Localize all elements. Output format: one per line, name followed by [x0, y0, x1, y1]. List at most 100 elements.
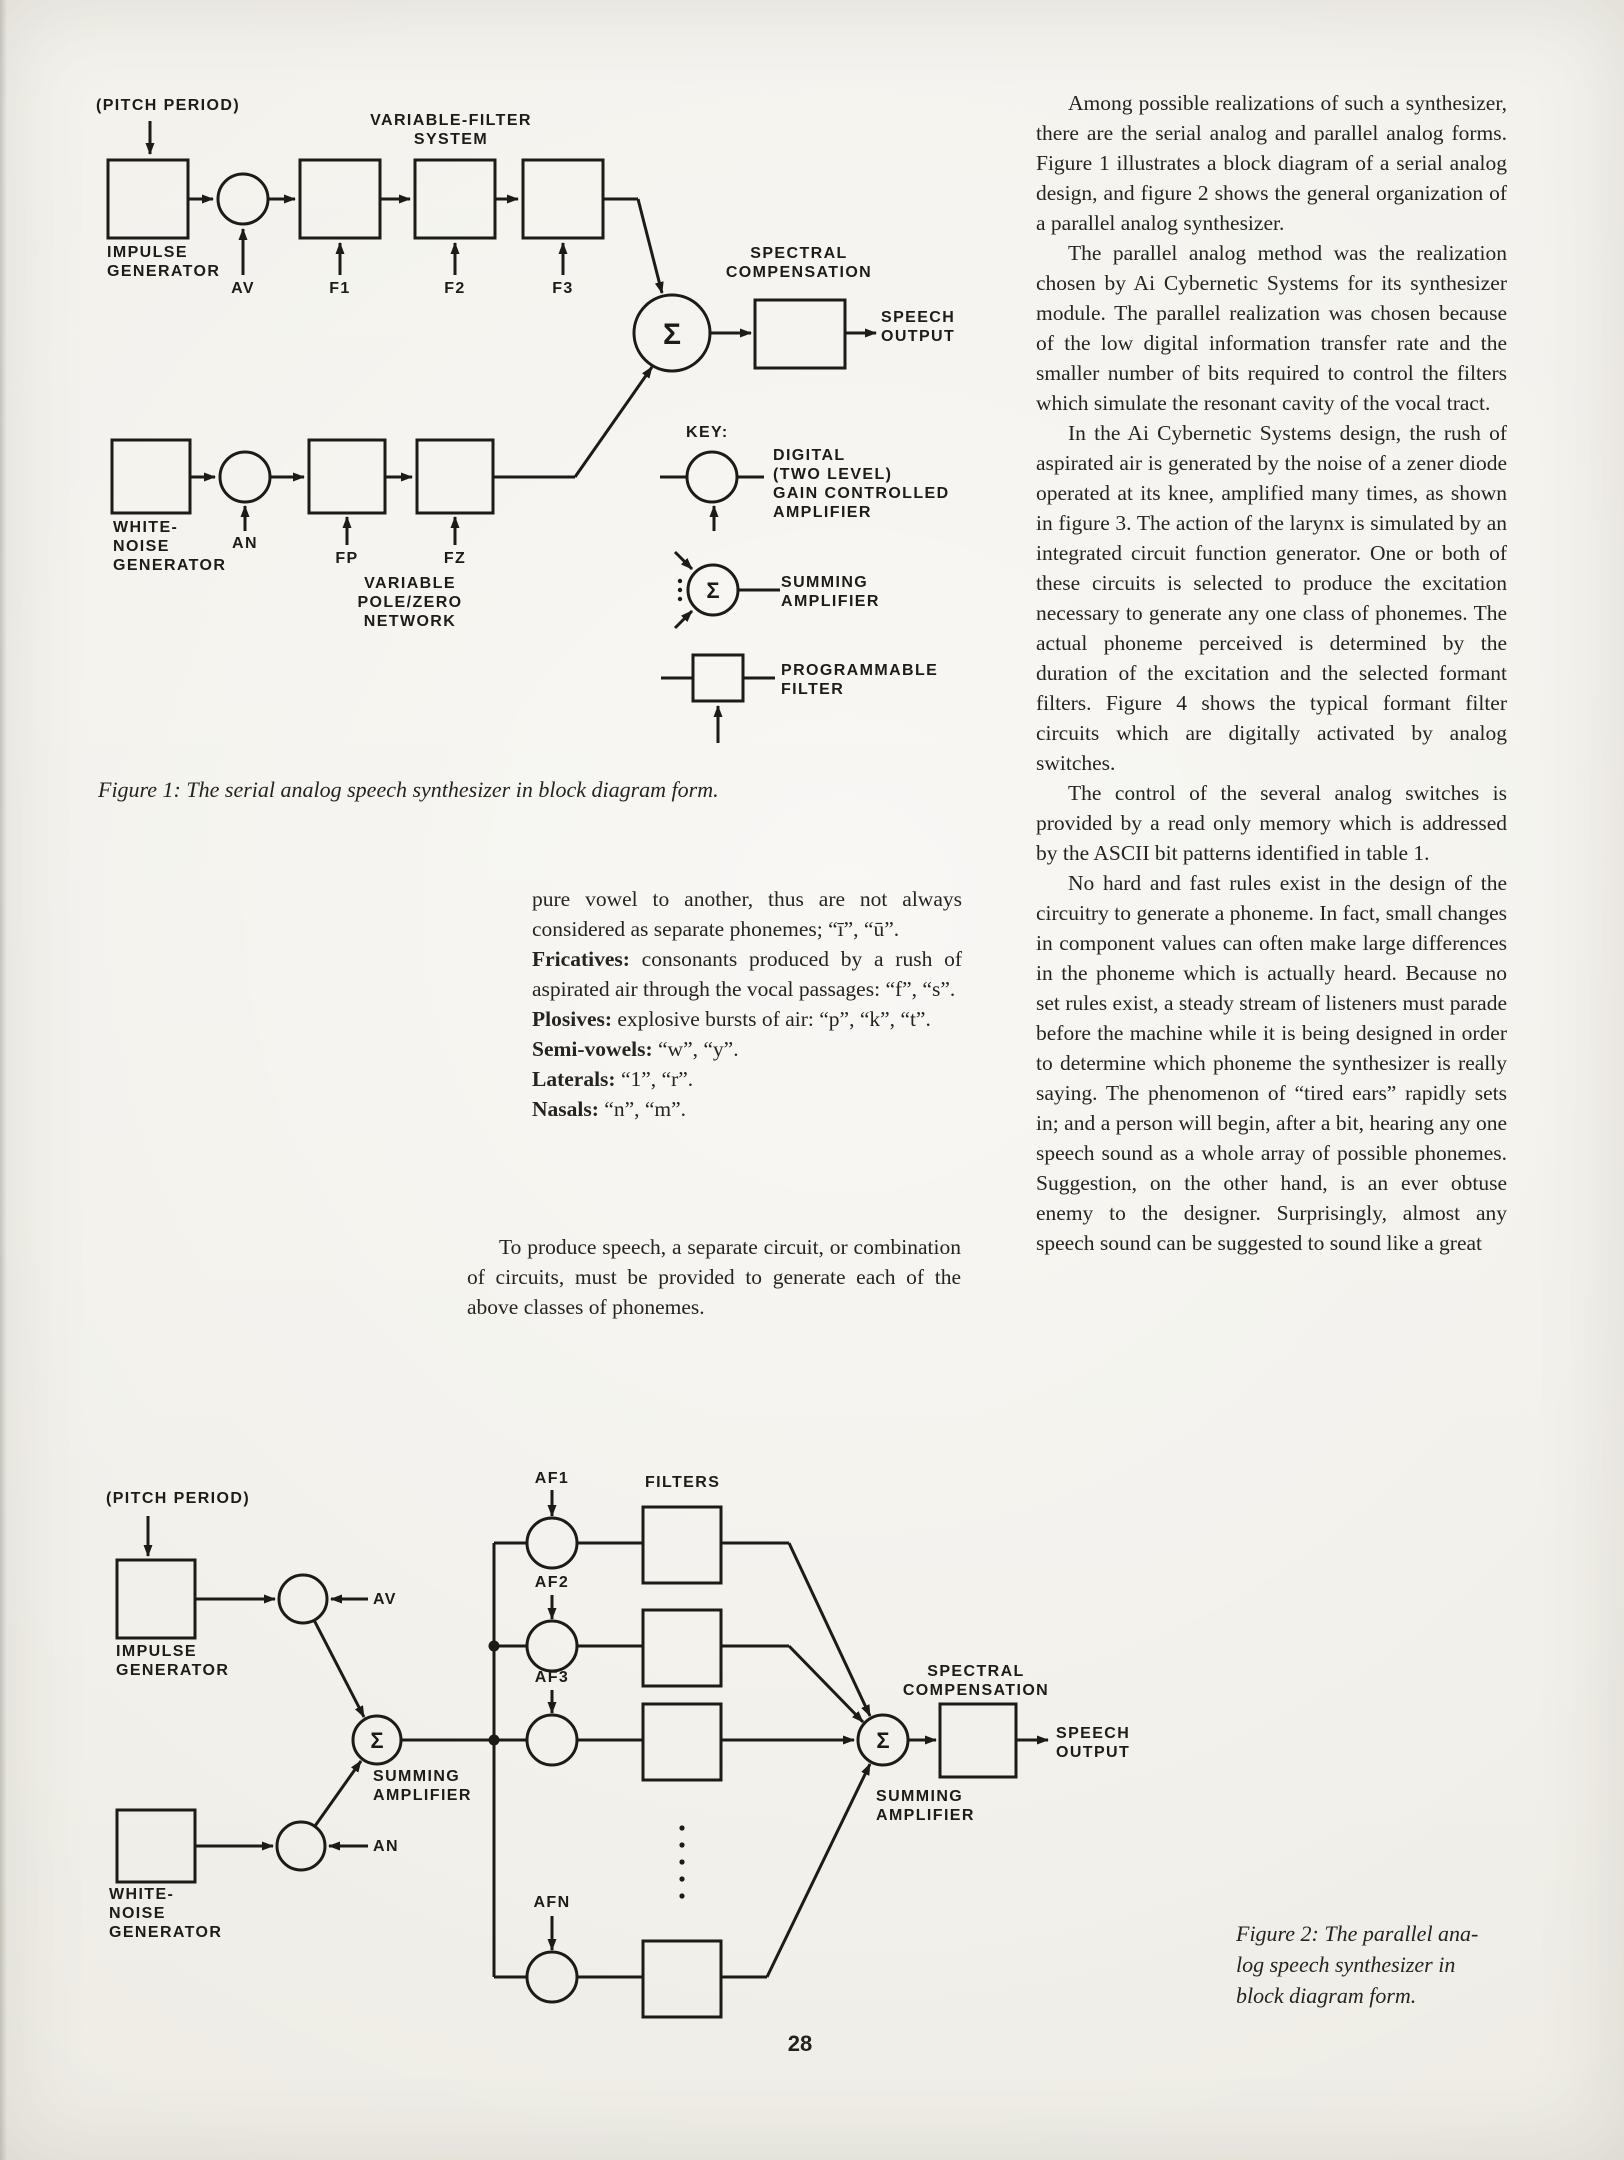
- class-text: “n”, “m”.: [598, 1097, 687, 1121]
- key-programmable-filter-box: [691, 653, 745, 703]
- middle-column-paragraph: To produce speech, a separate circuit, o…: [467, 1232, 961, 1322]
- fz-zero-box: [415, 438, 495, 515]
- variable-filter-system-label: VARIABLE-FILTER SYSTEM: [370, 112, 532, 148]
- middle-column-phoneme-classes: pure vowel to another, thus are not alwa…: [532, 884, 962, 1124]
- white-noise-generator-label: WHITE- NOISE GENERATOR: [109, 1886, 223, 1941]
- afn-label: AFN: [533, 1894, 571, 1911]
- fig1-voiced-path: [106, 121, 664, 294]
- class-label: Semi-vowels:: [532, 1037, 653, 1061]
- f2-label: F2: [444, 280, 466, 297]
- paragraph: To produce speech, a separate circuit, o…: [467, 1235, 961, 1319]
- af2-label: AF2: [534, 1574, 570, 1591]
- key-programmable-filter-label: PROGRAMMABLE FILTER: [781, 662, 939, 698]
- speech-output-label: SPEECH OUTPUT: [881, 309, 956, 345]
- filter-box-n: [641, 1939, 723, 2019]
- variable-pole-zero-network-label: VARIABLE POLE/ZERO NETWORK: [357, 575, 463, 630]
- summing-amplifier-2-label: SUMMING AMPLIFIER: [876, 1788, 975, 1824]
- filter-box-2: [641, 1608, 723, 1688]
- fig2-af3-branch: [494, 1690, 855, 1782]
- fp-label: FP: [335, 550, 359, 567]
- figure2-parallel-synthesizer-diagram: Σ: [90, 1430, 1220, 2050]
- class-text: “w”, “y”.: [652, 1037, 739, 1061]
- an-label: AN: [373, 1838, 399, 1855]
- white-noise-generator-label: WHITE- NOISE GENERATOR: [113, 519, 227, 574]
- class-label: Plosives:: [532, 1007, 613, 1031]
- impulse-generator-box: [115, 1558, 197, 1640]
- pitch-period-label: (PITCH PERIOD): [96, 97, 241, 114]
- an-label: AN: [232, 535, 258, 552]
- av-label: AV: [231, 280, 255, 297]
- spectral-compensation-label: SPECTRAL COMPENSATION: [725, 245, 873, 281]
- paragraph: In the Ai Cybernetic Systems design, the…: [1036, 421, 1507, 775]
- spectral-compensation-box: [753, 298, 847, 370]
- af3-label: AF3: [534, 1669, 570, 1686]
- an-amplifier-node: [218, 450, 272, 504]
- class-label: Fricatives:: [532, 947, 630, 971]
- an-amplifier-node: [275, 1820, 327, 1872]
- sigma-symbol: Σ: [706, 578, 719, 603]
- spectral-compensation-box: [938, 1702, 1018, 1779]
- sigma-symbol: Σ: [876, 1728, 889, 1753]
- f1-label: F1: [329, 280, 351, 297]
- fig2-output-section: Σ: [856, 1702, 1049, 1779]
- filter-box-1: [641, 1505, 723, 1585]
- class-text: “1”, “r”.: [615, 1067, 694, 1091]
- paragraph: No hard and fast rules exist in the desi…: [1036, 871, 1507, 1255]
- paragraph: Among possible realizations of such a sy…: [1036, 91, 1507, 235]
- sigma-symbol: Σ: [663, 318, 681, 351]
- summing-amplifier-1-label: SUMMING AMPLIFIER: [373, 1768, 472, 1804]
- phoneme-class-item: Semi-vowels: “w”, “y”.: [532, 1034, 962, 1064]
- av-amplifier-node: [277, 1573, 329, 1625]
- sigma-symbol: Σ: [370, 1728, 383, 1753]
- av-amplifier-node: [216, 172, 270, 226]
- key-summing-amplifier-label: SUMMING AMPLIFIER: [781, 574, 880, 610]
- figure2-drawing: Σ: [115, 1490, 1049, 2019]
- filters-label: FILTERS: [645, 1474, 721, 1491]
- page-number: 28: [787, 2031, 813, 2056]
- fp-pole-box: [307, 438, 387, 515]
- right-column: Among possible realizations of such a sy…: [1036, 88, 1507, 1258]
- key-title: KEY:: [686, 424, 729, 441]
- phoneme-class-item: Laterals: “1”, “r”.: [532, 1064, 962, 1094]
- impulse-generator-box: [106, 158, 190, 240]
- fig1-key-symbols: Σ: [660, 450, 780, 743]
- fig2-voiced-path: [115, 1516, 368, 1718]
- figure2-caption: Figure 2: The parallel ana- log speech s…: [1236, 1921, 1479, 2008]
- phoneme-intro-text: pure vowel to another, thus are not alwa…: [532, 887, 962, 941]
- phoneme-class-item: Plosives: explosive bursts of air: “p”, …: [532, 1004, 962, 1034]
- spectral-compensation-label: SPECTRAL COMPENSATION: [902, 1663, 1050, 1699]
- f1-filter-box: [298, 158, 382, 240]
- af3-amplifier-node: [525, 1713, 579, 1767]
- fig2-summing-amplifier-1: Σ: [351, 1714, 494, 1766]
- afn-amplifier-node: [525, 1950, 579, 2004]
- f3-label: F3: [552, 280, 574, 297]
- phoneme-class-item: Fricatives: consonants produced by a rus…: [532, 944, 962, 1004]
- figure1-serial-synthesizer-diagram: Σ: [90, 85, 1010, 825]
- fig2-af1-branch: [494, 1490, 872, 1717]
- af2-amplifier-node: [525, 1619, 579, 1673]
- key-gain-amplifier-node: [685, 450, 739, 504]
- fig1-summing-output: Σ: [632, 293, 877, 373]
- fig1-noise-path: [110, 366, 654, 545]
- av-label: AV: [373, 1591, 397, 1608]
- paragraph: The parallel analog method was the reali…: [1036, 241, 1507, 415]
- class-text: consonants produced by a rush of aspirat…: [532, 947, 962, 1001]
- class-text: explosive bursts of air: “p”, “k”, “t”.: [612, 1007, 931, 1031]
- class-label: Nasals:: [532, 1097, 599, 1121]
- figure1-drawing: Σ: [106, 121, 877, 743]
- class-label: Laterals:: [532, 1067, 616, 1091]
- white-noise-generator-box: [115, 1808, 197, 1884]
- af1-amplifier-node: [525, 1516, 579, 1570]
- f3-filter-box: [521, 158, 605, 240]
- fz-label: FZ: [443, 550, 467, 567]
- af1-label: AF1: [534, 1470, 570, 1487]
- pitch-period-label: (PITCH PERIOD): [106, 1490, 251, 1507]
- key-gain-amplifier-label: DIGITAL (TWO LEVEL) GAIN CONTROLLED AMPL…: [773, 447, 950, 521]
- impulse-generator-label: IMPULSE GENERATOR: [116, 1643, 230, 1679]
- fig2-bus: [488, 1543, 500, 1977]
- phoneme-class-item: Nasals: “n”, “m”.: [532, 1094, 962, 1124]
- paragraph: The control of the several analog switch…: [1036, 781, 1507, 865]
- figure1-caption: Figure 1: The serial analog speech synth…: [98, 777, 719, 802]
- white-noise-generator-box: [110, 438, 192, 515]
